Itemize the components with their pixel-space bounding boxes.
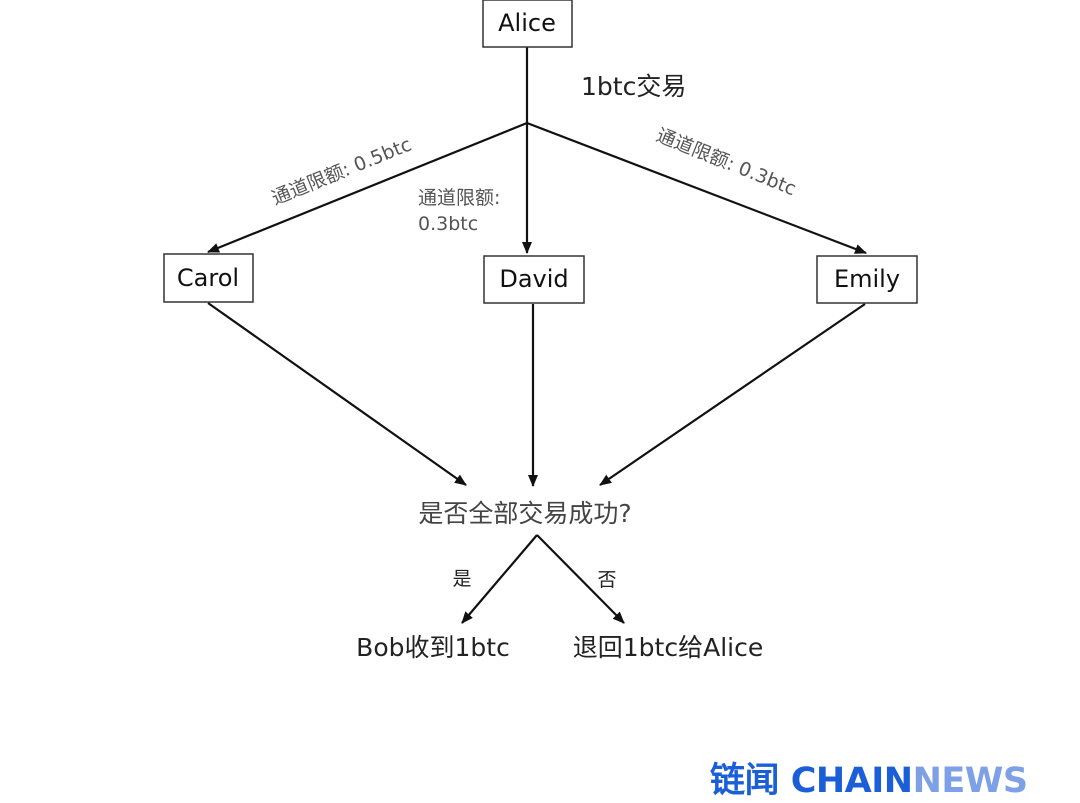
outcome-yes: Bob收到1btc	[356, 633, 510, 662]
edge-yes	[461, 534, 538, 624]
outcome-no: 退回1btc给Alice	[573, 633, 763, 662]
transaction-label: 1btc交易	[581, 72, 686, 101]
david-channel-limit-line2: 0.3btc	[418, 213, 478, 235]
logo-news: NEWS	[912, 761, 1029, 801]
edge-carol-decision	[207, 302, 467, 486]
node-alice-box	[482, 0, 573, 48]
node-emily-box	[816, 255, 918, 304]
branch-no-label: 否	[597, 569, 616, 591]
edge-to-emily	[526, 121, 867, 255]
logo-chain: CHAIN	[790, 761, 913, 801]
david-channel-limit-line1: 通道限额:	[418, 187, 500, 209]
node-david-box	[483, 255, 585, 304]
edge-emily-decision	[599, 303, 866, 486]
node-carol-box	[163, 253, 254, 303]
node-carol: Carol	[177, 264, 239, 292]
edge-to-carol	[207, 121, 528, 254]
node-david: David	[499, 265, 568, 293]
branch-yes-label: 是	[452, 568, 471, 590]
emily-channel-limit: 通道限额: 0.3btc	[653, 124, 799, 200]
node-emily: Emily	[834, 265, 900, 293]
logo-cn: 链闻	[710, 761, 780, 801]
decision-question: 是否全部交易成功?	[418, 499, 631, 528]
chainnews-watermark-logo: 链闻 CHAINNEWS	[710, 752, 1028, 803]
node-alice: Alice	[498, 9, 556, 37]
edge-no	[536, 534, 625, 624]
